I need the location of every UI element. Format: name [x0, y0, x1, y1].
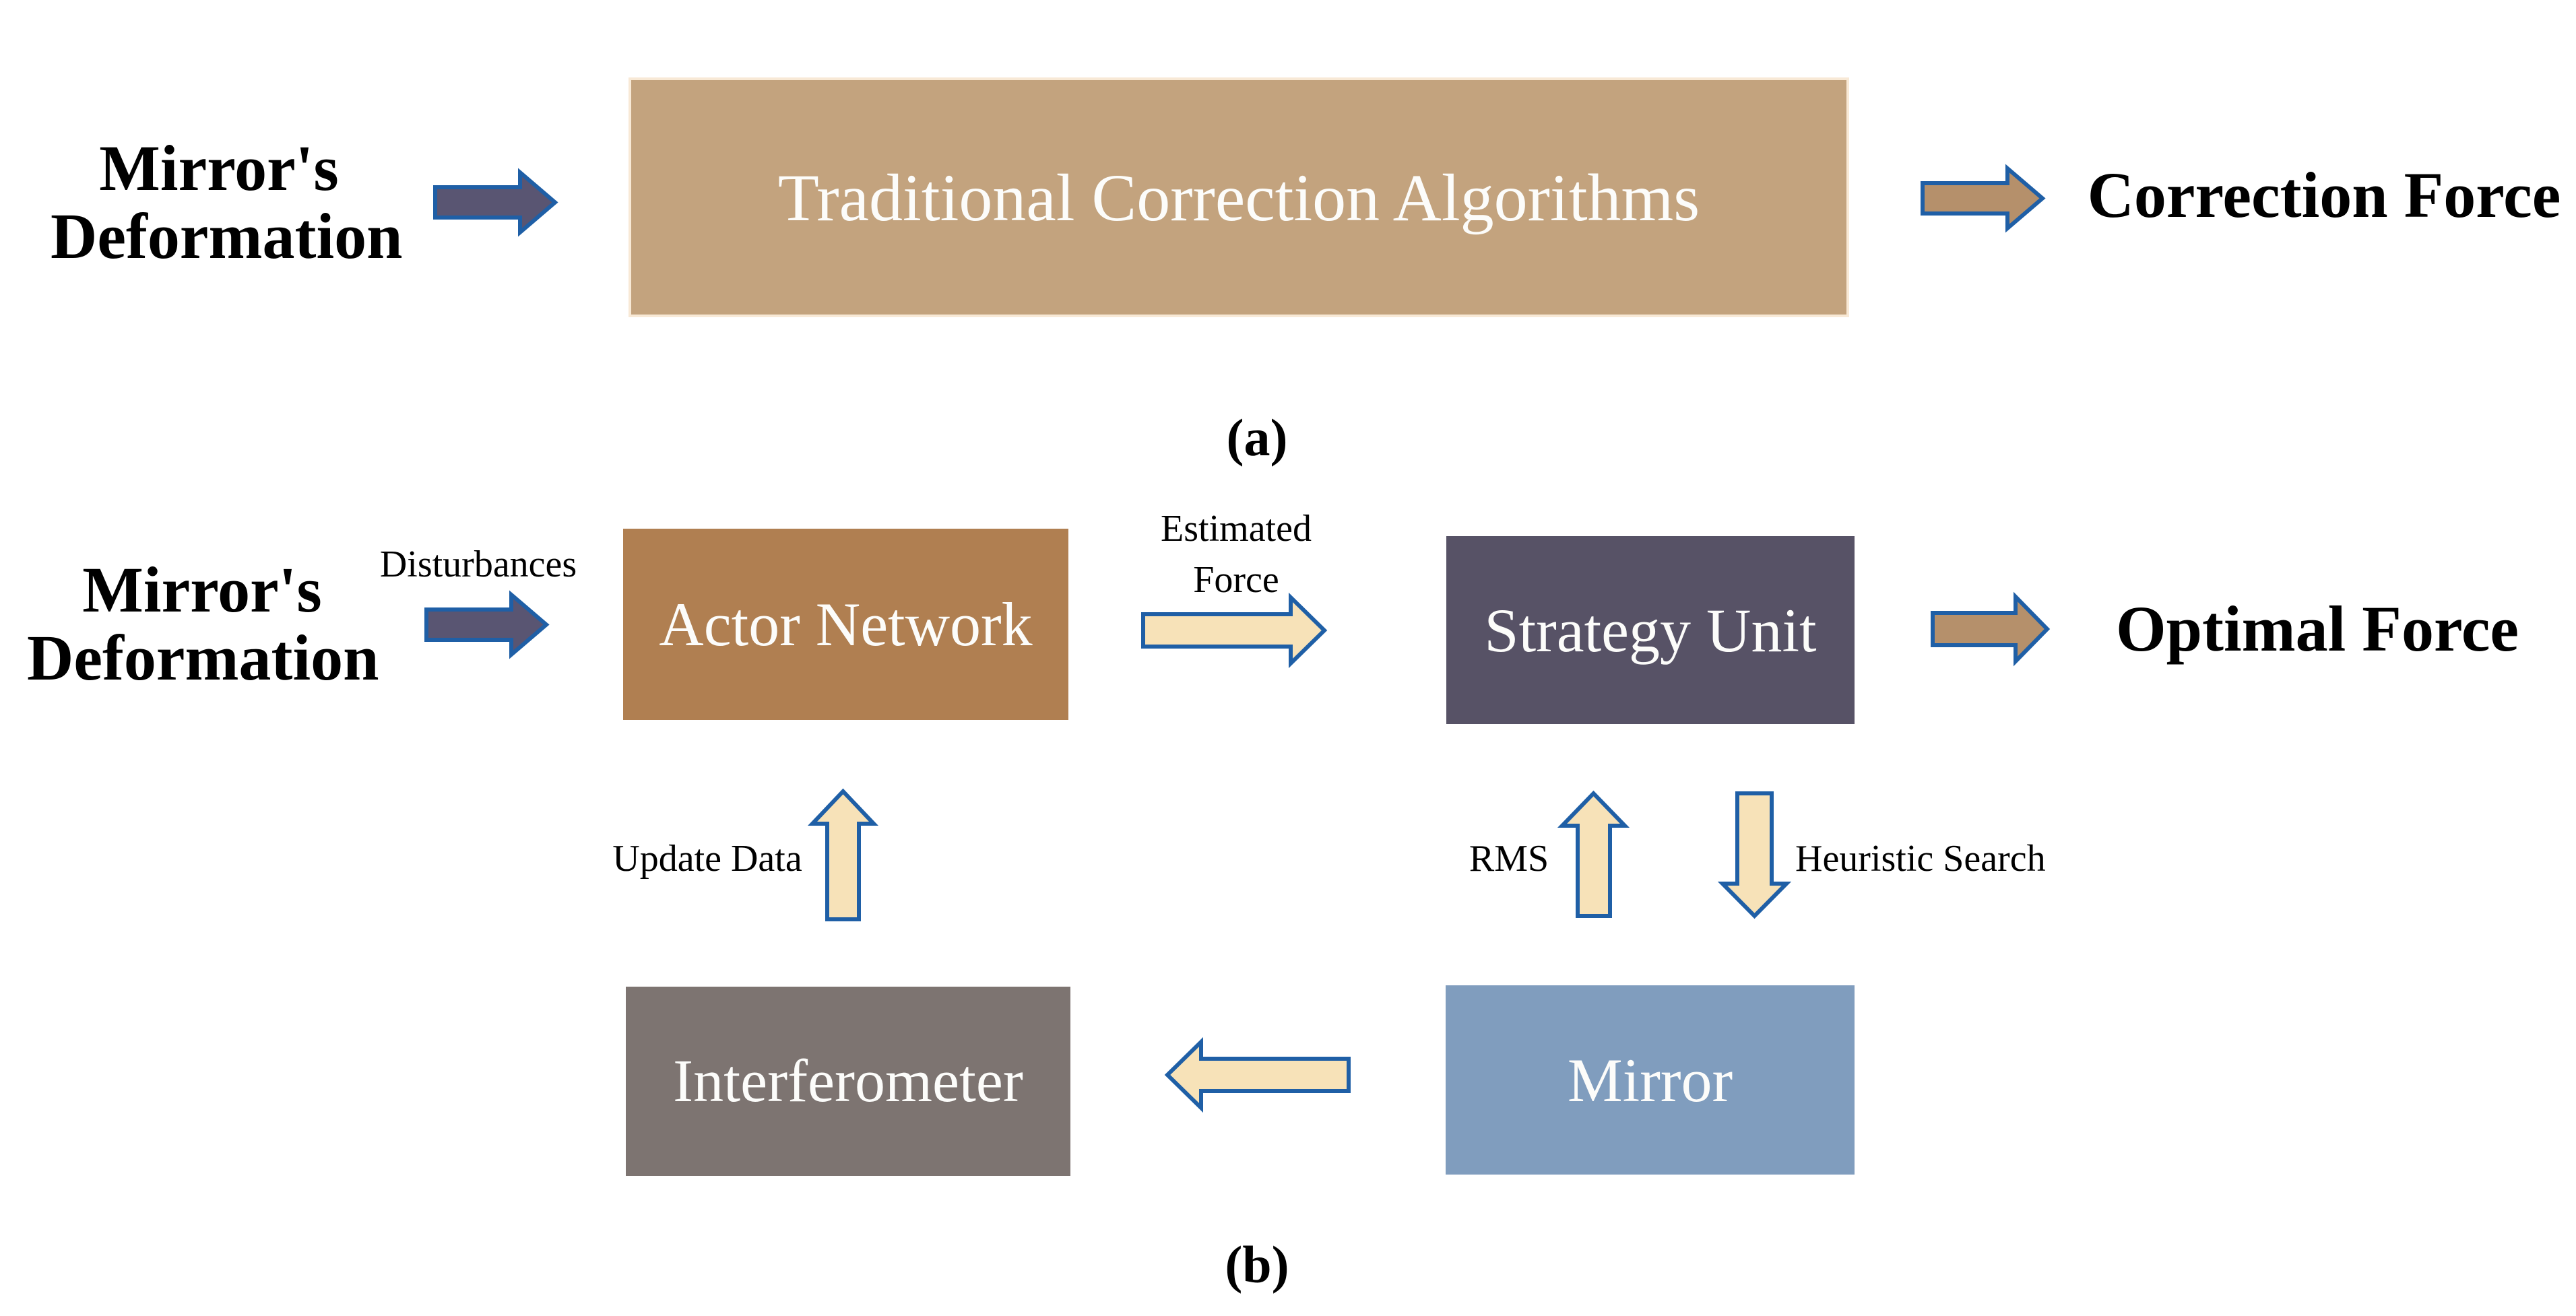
- right-arrow-shape: [1921, 164, 2046, 233]
- panel-a-caption: (a): [1226, 408, 1288, 467]
- estimated-force-right-arrow-icon: [1141, 592, 1328, 669]
- traditional-correction-algorithms-box: Traditional Correction Algorithms: [629, 77, 1849, 317]
- estimated-force-line1: Estimated: [1161, 508, 1312, 550]
- actor-network-box: Actor Network: [623, 529, 1068, 720]
- up-arrow-shape: [1557, 790, 1630, 918]
- panel-a-output-right-arrow-icon: [1921, 164, 2046, 233]
- heuristic-search-label: Heuristic Search: [1795, 838, 2046, 880]
- panel-a-input-line2: Deformation: [51, 199, 403, 272]
- disturbances-right-arrow-icon: [424, 590, 550, 659]
- panel-b-output-right-arrow-icon: [1931, 591, 2051, 667]
- panel-a-input-right-arrow-icon: [433, 168, 558, 237]
- panel-a-input-line1: Mirror's: [99, 132, 339, 204]
- mirror-to-interferometer-left-arrow-icon: [1164, 1037, 1351, 1113]
- actor-network-label: Actor Network: [659, 590, 1033, 659]
- panel-a-output-label: Correction Force: [2087, 159, 2561, 231]
- right-arrow-shape: [1931, 591, 2051, 667]
- update-data-label: Update Data: [612, 838, 802, 880]
- right-arrow-shape: [1141, 592, 1328, 669]
- rms-up-arrow-icon: [1557, 790, 1630, 918]
- up-arrow-shape: [808, 788, 878, 921]
- optimal-force-label: Optimal Force: [2115, 593, 2519, 665]
- estimated-force-label: Estimated Force: [1108, 503, 1364, 605]
- panel-a-input-label: Mirror's Deformation: [51, 132, 403, 272]
- estimated-force-line2: Force: [1193, 559, 1279, 601]
- left-arrow-shape: [1164, 1037, 1351, 1113]
- panel-b-input-label: Mirror's Deformation: [27, 554, 379, 694]
- panel-b-input-line2: Deformation: [27, 621, 379, 694]
- rms-label: RMS: [1469, 838, 1549, 880]
- right-arrow-shape: [424, 590, 550, 659]
- panel-b-input-line1: Mirror's: [82, 554, 322, 626]
- down-arrow-shape: [1717, 791, 1792, 919]
- interferometer-label: Interferometer: [673, 1048, 1023, 1115]
- strategy-unit-label: Strategy Unit: [1484, 595, 1817, 665]
- right-arrow-shape: [433, 168, 558, 237]
- update-data-up-arrow-icon: [808, 788, 878, 921]
- heuristic-search-down-arrow-icon: [1717, 791, 1792, 919]
- disturbances-label: Disturbances: [379, 544, 577, 585]
- interferometer-box: Interferometer: [626, 987, 1070, 1176]
- panel-b-caption: (b): [1225, 1235, 1289, 1294]
- traditional-correction-algorithms-label: Traditional Correction Algorithms: [777, 160, 1700, 235]
- strategy-unit-box: Strategy Unit: [1446, 536, 1855, 724]
- mirror-label: Mirror: [1567, 1045, 1733, 1115]
- mirror-box: Mirror: [1446, 985, 1855, 1175]
